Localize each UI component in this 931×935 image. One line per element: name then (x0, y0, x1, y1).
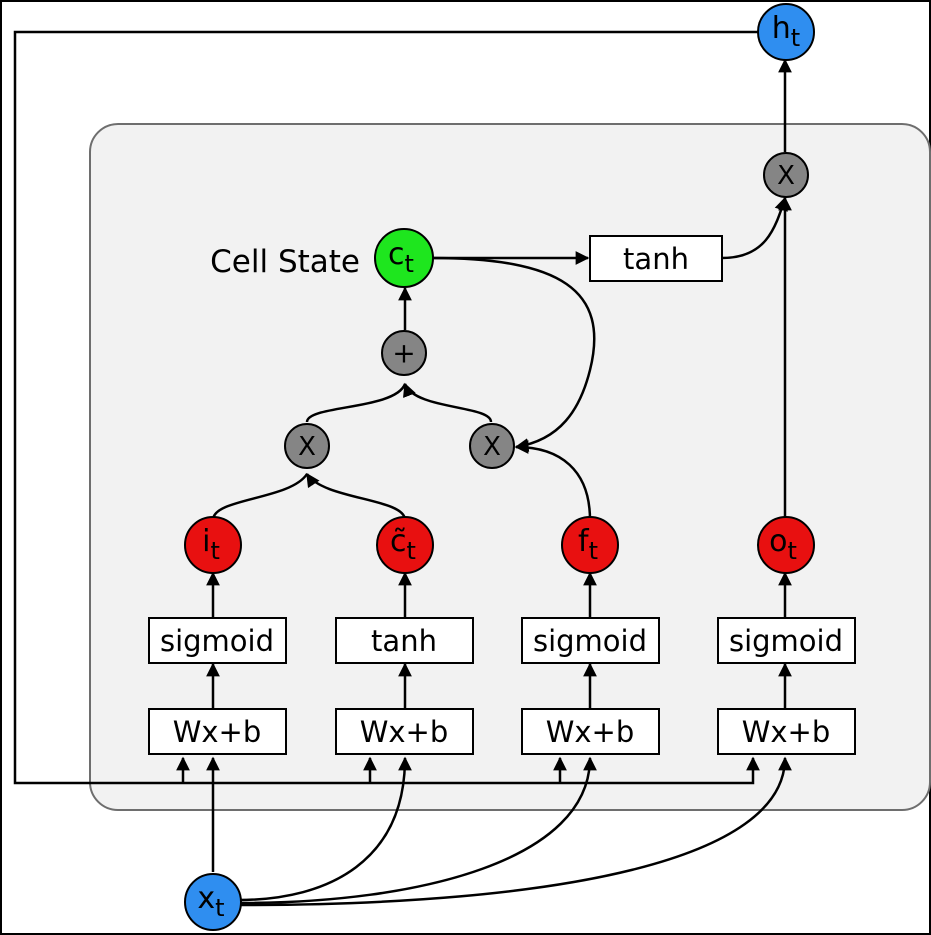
sigmoid-box-o: sigmoid (717, 617, 856, 664)
svg-text:ot: ot (769, 524, 797, 565)
candidate-cell-node: c̃t (376, 516, 434, 574)
sigmoid-box-f: sigmoid (521, 617, 660, 664)
cell-tanh-box: tanh (589, 235, 723, 282)
sigmoid-box-i: sigmoid (148, 617, 287, 664)
svg-text:Wx+b: Wx+b (360, 715, 449, 749)
svg-text:tanh: tanh (371, 624, 437, 658)
input-mult-to-plus (305, 383, 407, 423)
cell-state-label: Cell State (210, 244, 360, 280)
svg-text:X: X (777, 161, 795, 191)
svg-text:sigmoid: sigmoid (729, 624, 843, 658)
svg-text:ct: ct (388, 237, 414, 278)
plus-operator: + (381, 330, 427, 376)
hidden-state-output-node: ht (757, 3, 815, 61)
gate-i-to-mult (211, 473, 309, 521)
tanh-box-c: tanh (335, 617, 474, 664)
svg-text:sigmoid: sigmoid (533, 624, 647, 658)
svg-text:Wx+b: Wx+b (742, 715, 831, 749)
cell-panel (89, 123, 931, 811)
svg-text:xt: xt (197, 881, 224, 922)
linear-box-i: Wx+b (148, 708, 287, 755)
linear-box-f: Wx+b (521, 708, 660, 755)
input-node: xt (184, 873, 242, 931)
forget-multiply-operator: X (469, 423, 515, 469)
cell-state-to-forget-mult (431, 256, 596, 452)
svg-text:ft: ft (578, 524, 598, 565)
svg-text:Wx+b: Wx+b (173, 715, 262, 749)
output-multiply-operator: X (763, 152, 809, 198)
svg-text:X: X (298, 432, 316, 462)
cell-state-node: ct (374, 228, 434, 288)
svg-text:ht: ht (772, 11, 800, 52)
svg-text:tanh: tanh (623, 242, 689, 276)
svg-text:sigmoid: sigmoid (160, 624, 274, 658)
forget-mult-to-plus (403, 382, 493, 423)
svg-text:Wx+b: Wx+b (546, 715, 635, 749)
input-connection-f (239, 756, 597, 905)
recurrent-connection (13, 30, 760, 785)
forget-gate-node: ft (561, 516, 619, 574)
svg-text:it: it (202, 524, 220, 565)
input-multiply-operator: X (284, 423, 330, 469)
gate-f-to-mult (514, 440, 592, 521)
linear-box-c: Wx+b (335, 708, 474, 755)
input-connection-c (237, 756, 412, 902)
input-gate-node: it (184, 516, 242, 574)
svg-text:X: X (483, 432, 501, 462)
svg-text:c̃t: c̃t (390, 524, 416, 565)
gate-c-to-mult (305, 472, 407, 521)
output-gate-node: ot (757, 516, 815, 574)
svg-text:+: + (392, 337, 415, 370)
input-connection-o (239, 756, 792, 907)
linear-box-o: Wx+b (717, 708, 856, 755)
